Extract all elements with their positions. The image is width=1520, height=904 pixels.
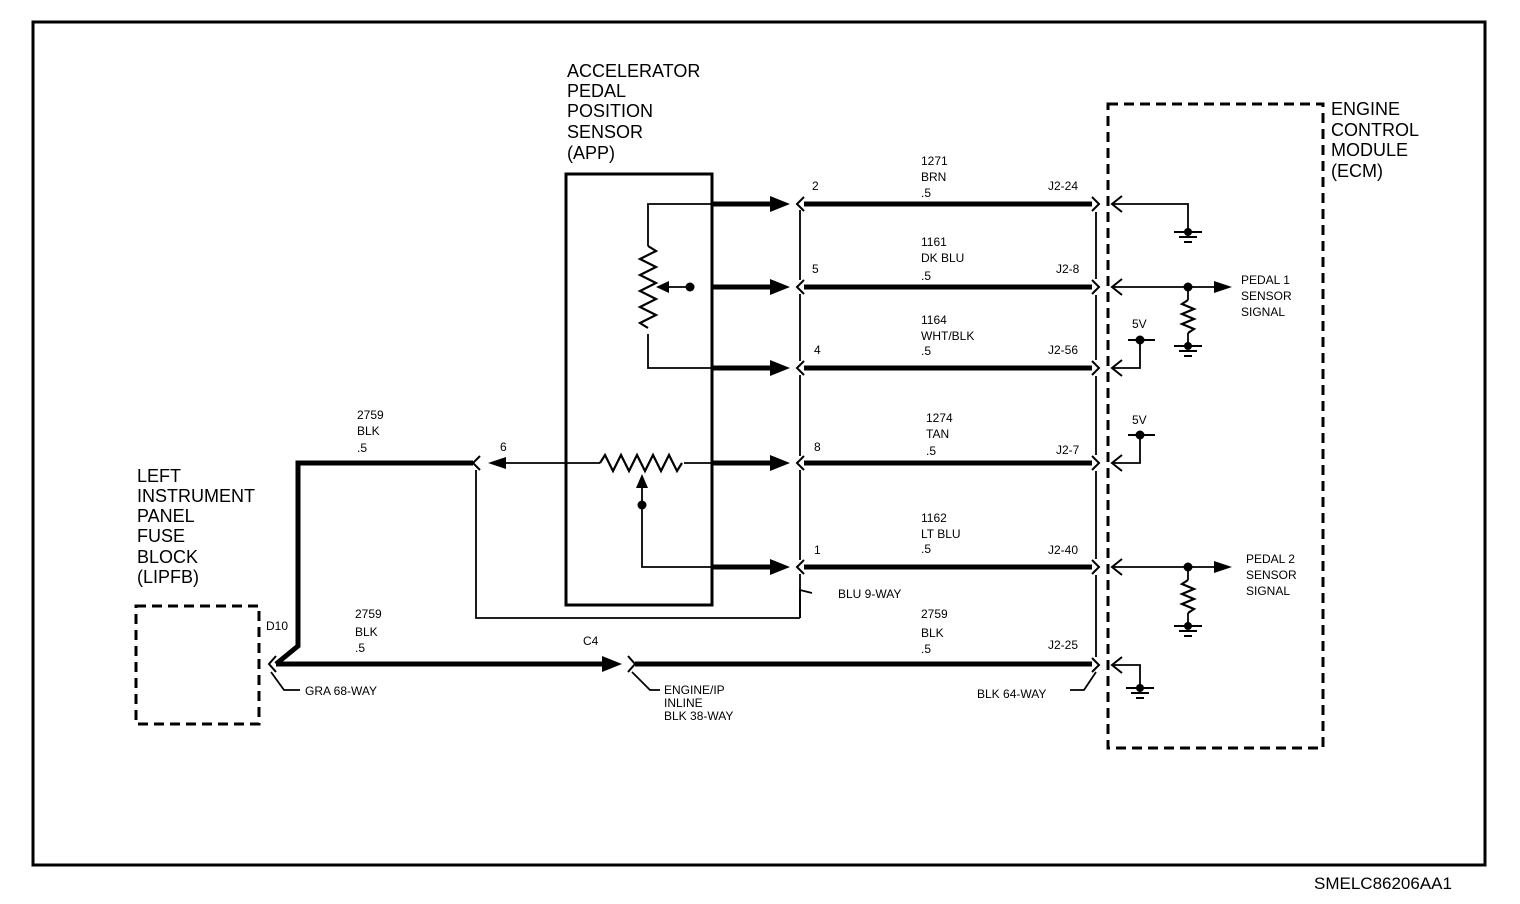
ecm-label-line4: (ECM) [1331, 161, 1383, 181]
wire-color-label: BLK [357, 424, 380, 438]
signal-labels: PEDAL 1 SENSOR SIGNAL PEDAL 2 SENSOR SIG… [1132, 273, 1297, 598]
wire-color-label: TAN [926, 427, 949, 441]
lipfb-label-line2: INSTRUMENT [137, 486, 255, 506]
circuit-number-label: 1271 [921, 154, 948, 168]
app-pin-label: 8 [814, 440, 821, 454]
pedal2-signal-label-line3: SIGNAL [1246, 584, 1290, 598]
lipfb-label-line6: (LIPFB) [137, 567, 199, 587]
inline-connector-label-line2: INLINE [664, 696, 703, 710]
wire-color-label: BRN [921, 170, 946, 184]
circuit-number-label: 1274 [926, 411, 953, 425]
reference-voltage-label: 5V [1132, 413, 1147, 427]
app-connector-label: BLU 9-WAY [838, 587, 901, 601]
app-sensor-label-line5: (APP) [567, 143, 615, 163]
circuit-number-label: 1164 [921, 313, 947, 327]
wire-gauge-label: .5 [921, 542, 931, 556]
app-sensor: ACCELERATOR PEDAL POSITION SENSOR (APP) [564, 61, 714, 607]
wire-gauge-label: .5 [355, 641, 365, 655]
ecm-box [1106, 102, 1325, 750]
ecm-pin-label: J2-7 [1056, 443, 1080, 457]
lipfb-label-line5: BLOCK [137, 547, 198, 567]
wire-color-label: WHT/BLK [921, 329, 974, 343]
wire-gauge-label: .5 [921, 269, 931, 283]
wire-gauge-label: .5 [921, 186, 931, 200]
wire-gauge-label: .5 [921, 344, 931, 358]
app-pin-label: 1 [814, 543, 821, 557]
reference-voltage-label: 5V [1132, 317, 1147, 331]
ecm-pin-label: J2-8 [1056, 262, 1080, 276]
app-sensor-label-line3: POSITION [567, 101, 653, 121]
ecm-label-line3: MODULE [1331, 140, 1408, 160]
ecm-pin-label: J2-25 [1048, 638, 1078, 652]
figure-id-label: SMELC86206AA1 [1314, 874, 1452, 893]
pedal1-signal-label-line3: SIGNAL [1241, 305, 1285, 319]
connector-labels: BLU 9-WAY GRA 68-WAY ENGINE/IP INLINE BL… [305, 587, 1046, 723]
ecm-pin-label: J2-40 [1048, 543, 1078, 557]
pedal2-signal-label-line2: SENSOR [1246, 568, 1297, 582]
app-pin-label: 2 [812, 179, 819, 193]
app-sensor-label-line2: PEDAL [567, 81, 626, 101]
app-sensor-label-line4: SENSOR [567, 122, 643, 142]
wire-color-label: BLK [355, 625, 378, 639]
wire-color-label: LT BLU [921, 527, 961, 541]
wire-gauge-label: .5 [921, 642, 931, 656]
lipfb-label-line3: PANEL [137, 506, 195, 526]
app-sensor-box [564, 172, 714, 607]
lipfb-box [134, 604, 261, 726]
fuse-pin-label: D10 [266, 619, 288, 633]
pedal1-signal-label-line1: PEDAL 1 [1241, 273, 1290, 287]
ecm-pin-label: J2-56 [1048, 343, 1078, 357]
wire-gauge-label: .5 [926, 444, 936, 458]
ecm-pin-label: J2-24 [1048, 179, 1078, 193]
app-pin-label: 4 [814, 343, 821, 357]
lipfb-connector-label: GRA 68-WAY [305, 684, 377, 698]
pedal1-signal-label-line2: SENSOR [1241, 289, 1292, 303]
inline-connector-label-line3: BLK 38-WAY [664, 709, 733, 723]
circuit-number-label: 2759 [355, 607, 382, 621]
resistor-symbol [599, 452, 683, 474]
inline-pin-label: C4 [583, 634, 599, 648]
ecm-label-line2: CONTROL [1331, 120, 1419, 140]
lipfb: LEFT INSTRUMENT PANEL FUSE BLOCK (LIPFB) [134, 466, 261, 726]
wire-gauge-label: .5 [357, 441, 367, 455]
resistor-symbol [637, 245, 659, 329]
ecm-connector-label: BLK 64-WAY [977, 687, 1046, 701]
app-pin-label: 5 [812, 262, 819, 276]
app-sensor-label-line1: ACCELERATOR [567, 61, 700, 81]
circuit-number-label: 1162 [921, 511, 947, 525]
inline-connector-label-line1: ENGINE/IP [664, 683, 725, 697]
wire-color-label: BLK [921, 626, 944, 640]
wire-color-label: DK BLU [921, 251, 964, 265]
diagram-frame [31, 20, 1487, 867]
ecm-label-line1: ENGINE [1331, 99, 1400, 119]
circuit-number-label: 2759 [357, 408, 384, 422]
app-pin-label: 6 [500, 440, 507, 454]
ecm: ENGINE CONTROL MODULE (ECM) [1106, 99, 1419, 750]
circuit-number-label: 2759 [921, 607, 948, 621]
pedal2-signal-label-line1: PEDAL 2 [1246, 552, 1295, 566]
circuit-number-label: 1161 [921, 235, 947, 249]
circuit-labels: 2 1271 BRN .5 J2-24 5 1161 DK BLU .5 J2-… [266, 154, 1080, 656]
lipfb-label-line4: FUSE [137, 526, 185, 546]
lipfb-label-line1: LEFT [137, 466, 181, 486]
